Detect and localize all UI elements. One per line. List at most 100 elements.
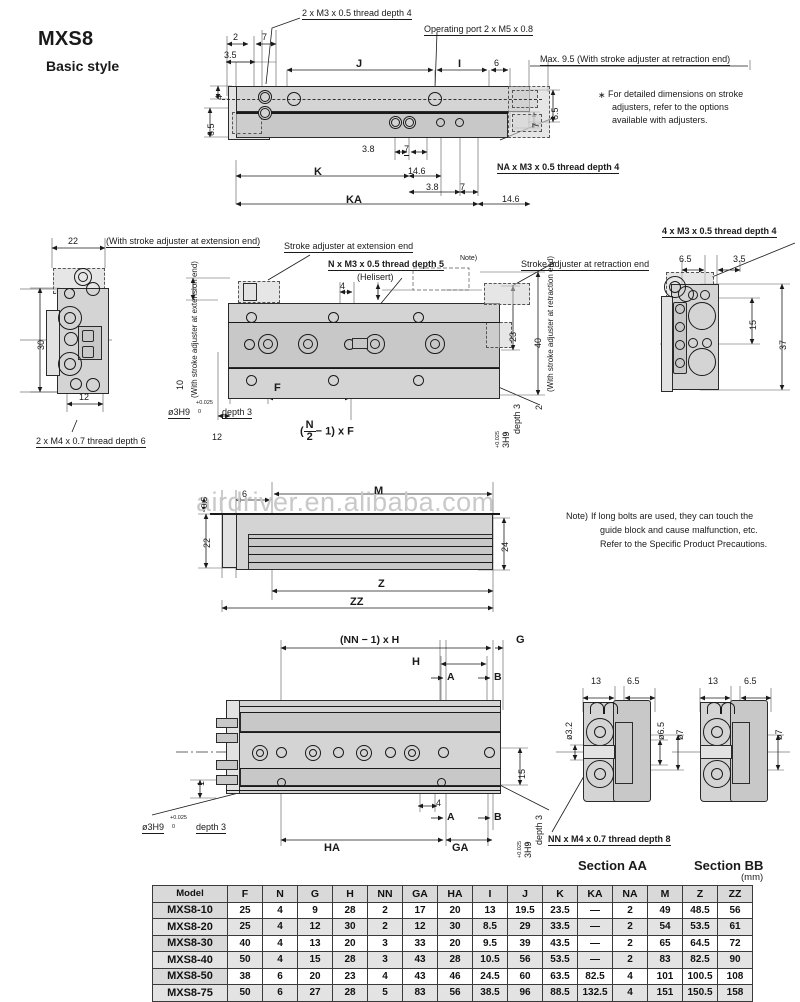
table-cell-f: 25	[227, 901, 263, 919]
table-header-ka: KA	[577, 885, 613, 903]
dim-14-6b: 14.6	[502, 194, 520, 204]
dim-2: 2	[233, 32, 239, 42]
table-header-zz: ZZ	[717, 885, 753, 903]
table-header-m: M	[647, 885, 683, 903]
dim-6-5-right-end: 6.5	[679, 254, 692, 264]
dim-J: J	[356, 58, 363, 70]
dim-3-8a: 3.8	[362, 144, 375, 154]
section-bb-title: Section BB	[694, 858, 764, 873]
dim-15-right: 15	[748, 319, 758, 330]
table-cell-m: 151	[647, 984, 683, 1002]
table-header-j: J	[507, 885, 543, 903]
dim-B-bottom: B	[494, 811, 502, 823]
table-cell-n: 4	[262, 951, 298, 969]
table-cell-nn: 2	[367, 901, 403, 919]
span-denominator: 2	[306, 431, 313, 443]
table-cell-ka: —	[577, 918, 613, 936]
table-cell-nn: 5	[367, 984, 403, 1002]
table-cell-h: 28	[332, 901, 368, 919]
callout-bore-left-plan: ø3H9	[168, 407, 191, 420]
table-cell-j: 19.5	[507, 901, 543, 919]
bore-tol-bot-bottom-right: 0	[525, 842, 531, 846]
dim-12-plan: 12	[212, 432, 223, 442]
dim-span-formula: ( N 2− 1) x F	[300, 420, 354, 443]
table-cell-nn: 2	[367, 918, 403, 936]
table-cell-nn: 3	[367, 934, 403, 952]
table-cell-g: 9	[297, 901, 333, 919]
callout-m4-thread-left: 2 x M4 x 0.7 thread depth 6	[36, 436, 146, 449]
label-extension-end-header: (With stroke adjuster at extension end)	[106, 236, 261, 249]
bore-tol-bot-plan-right: 0	[503, 432, 509, 436]
note-stroke-line3: available with adjusters.	[612, 115, 708, 125]
label-extension-end-vertical: (With stroke adjuster at extension end)	[190, 261, 199, 398]
dim-G: G	[516, 634, 525, 646]
table-header-k: K	[542, 885, 578, 903]
dim-dia-3-2: ø3.2	[564, 721, 574, 740]
table-cell-zz: 56	[717, 901, 753, 919]
callout-max-retraction: Max. 9.5 (With stroke adjuster at retrac…	[540, 54, 731, 67]
dim-2-plan-right: 2	[534, 404, 544, 410]
bore-tol-bot-bottom: 0	[172, 824, 176, 830]
table-cell-n: 4	[262, 934, 298, 952]
table-cell-g: 27	[297, 984, 333, 1002]
table-cell-j: 60	[507, 967, 543, 985]
table-cell-ha: 20	[437, 901, 473, 919]
span-open: (	[300, 425, 304, 438]
table-cell-z: 64.5	[682, 934, 718, 952]
dim-3-5: 3.5	[224, 50, 237, 60]
table-cell-f: 50	[227, 951, 263, 969]
table-cell-model: MXS8-20	[152, 918, 228, 936]
table-cell-model: MXS8-40	[152, 951, 228, 969]
table-cell-j: 96	[507, 984, 543, 1002]
dim-K: K	[314, 166, 322, 178]
table-cell-ga: 17	[402, 901, 438, 919]
table-cell-m: 65	[647, 934, 683, 952]
dim-GA: GA	[452, 842, 469, 854]
table-cell-zz: 90	[717, 951, 753, 969]
dim-4-bottom: 4	[436, 798, 442, 808]
dim-7b: 7	[404, 144, 410, 157]
unit-label: (mm)	[741, 872, 764, 883]
table-cell-g: 20	[297, 967, 333, 985]
note-mark: ∗	[598, 90, 606, 100]
table-cell-k: 63.5	[542, 967, 578, 985]
dim-6-5-bb: 6.5	[744, 676, 757, 686]
table-cell-k: 33.5	[542, 918, 578, 936]
table-cell-f: 40	[227, 934, 263, 952]
table-cell-z: 100.5	[682, 967, 718, 985]
table-cell-zz: 61	[717, 918, 753, 936]
note-bolts-line2: guide block and cause malfunction, etc.	[600, 525, 758, 535]
table-header-g: G	[297, 885, 333, 903]
table-cell-ha: 20	[437, 934, 473, 952]
table-cell-zz: 158	[717, 984, 753, 1002]
note-bolts-prefix: Note)	[566, 511, 589, 521]
dim-6-5-aa: 6.5	[627, 676, 640, 686]
dim-A-bottom: A	[447, 811, 455, 823]
table-cell-model: MXS8-50	[152, 967, 228, 985]
table-cell-model: MXS8-75	[152, 984, 228, 1002]
table-cell-ga: 12	[402, 918, 438, 936]
table-cell-ha: 30	[437, 918, 473, 936]
note-stroke-line2: adjusters, refer to the options	[612, 102, 729, 112]
table-cell-f: 50	[227, 984, 263, 1002]
callout-helisert-line1: N x M3 x 0.5 thread depth 5	[328, 259, 445, 272]
dim-12-left: 12	[79, 392, 90, 402]
dim-nn-h: (NN − 1) x H	[340, 634, 400, 646]
table-cell-i: 13	[472, 901, 508, 919]
dim-24-section: 24	[500, 541, 510, 552]
dim-HA: HA	[324, 842, 340, 854]
table-cell-ha: 56	[437, 984, 473, 1002]
span-tail: − 1	[315, 425, 332, 438]
bore-tol-bot-plan: 0	[198, 409, 202, 415]
note-bolts-line1: If long bolts are used, they can touch t…	[591, 511, 754, 521]
dim-KA: KA	[346, 194, 362, 206]
dim-4: 4	[214, 94, 224, 100]
callout-nn-m4-thread: NN x M4 x 0.7 thread depth 8	[548, 834, 671, 847]
dim-13-aa: 13	[591, 676, 602, 686]
span-close: )	[331, 425, 335, 438]
table-cell-zz: 108	[717, 967, 753, 985]
dim-13-bb: 13	[708, 676, 719, 686]
